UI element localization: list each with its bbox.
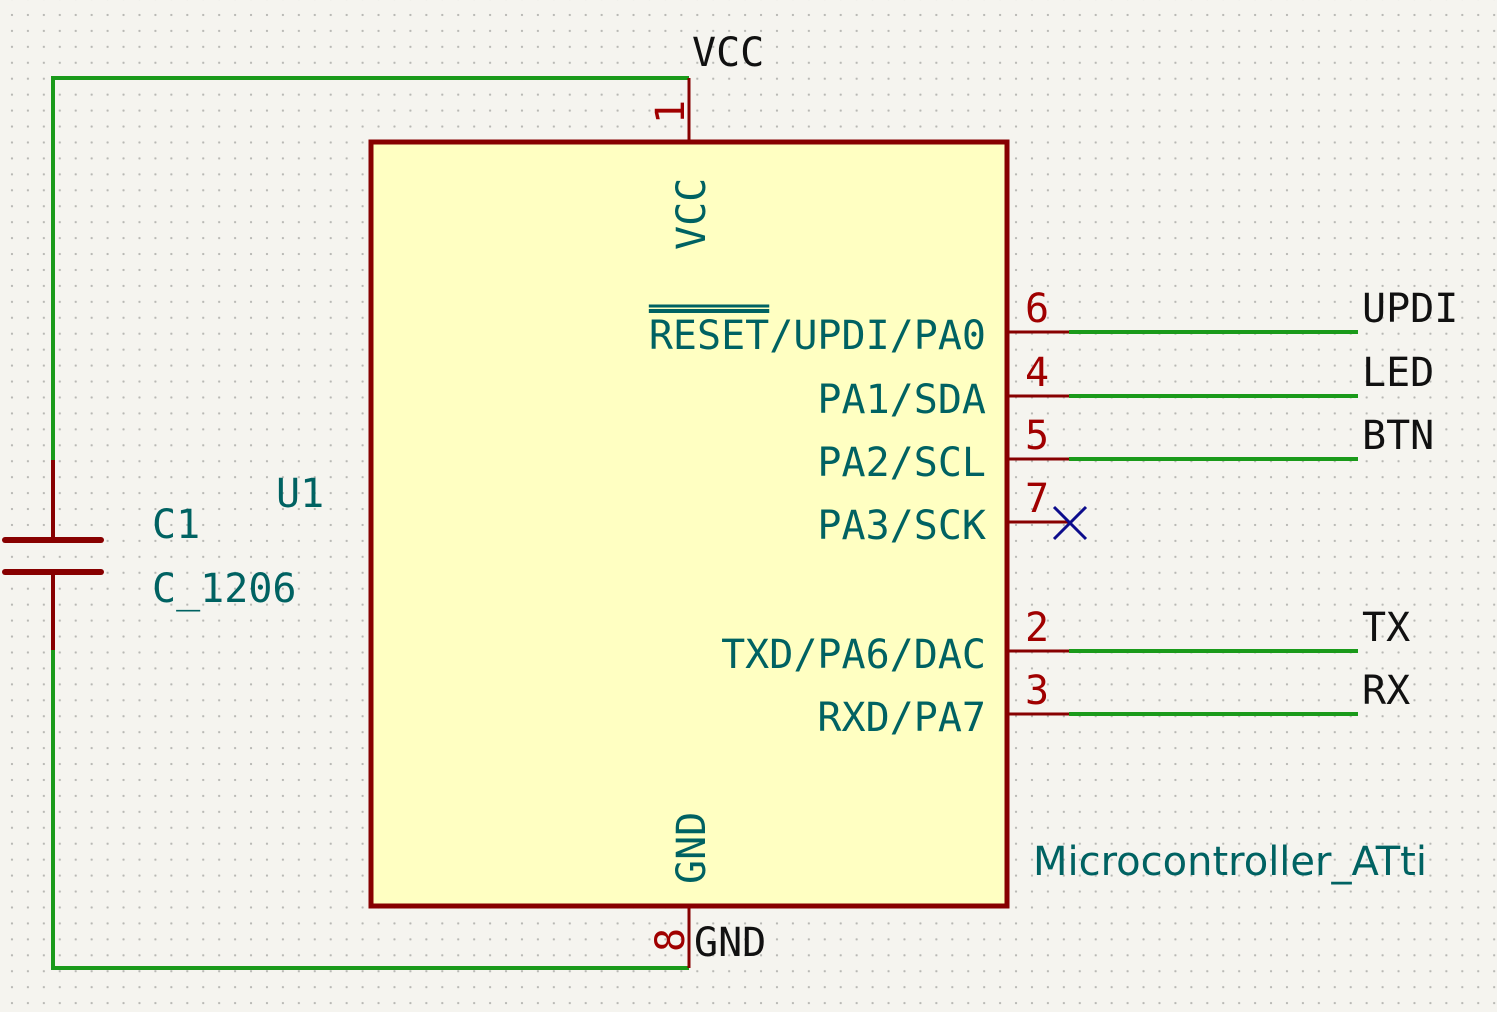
power-label-gnd[interactable]: GND xyxy=(694,920,766,966)
net-label-updi[interactable]: UPDI xyxy=(1362,286,1458,332)
pin-number: 7 xyxy=(1025,476,1049,522)
pin-name-overbar: RESET xyxy=(649,313,769,359)
pin-gnd-number: 8 xyxy=(648,928,694,952)
wire-gnd[interactable] xyxy=(51,648,689,970)
pin-number: 5 xyxy=(1025,413,1049,459)
power-label-vcc[interactable]: VCC xyxy=(692,30,764,76)
c1-reference: C1 xyxy=(152,502,200,548)
net-label-tx[interactable]: TX xyxy=(1362,605,1410,651)
u1-reference: U1 xyxy=(276,471,324,517)
u1-value: Microcontroller_ATti xyxy=(1033,839,1427,885)
net-label-btn[interactable]: BTN xyxy=(1362,413,1434,459)
pin-name-rest: /UPDI/PA0 xyxy=(769,313,986,359)
pin-gnd-name: GND xyxy=(669,812,715,884)
pin-number: 2 xyxy=(1025,605,1049,651)
capacitor-c1[interactable] xyxy=(2,460,104,650)
pin-vcc[interactable]: 1 VCC xyxy=(648,78,715,250)
pin-name: PA2/SCL xyxy=(817,440,986,486)
pin-number: 3 xyxy=(1025,668,1049,714)
pin-name: PA3/SCK xyxy=(817,503,986,549)
u1-body[interactable] xyxy=(368,139,1010,909)
wire-vcc[interactable] xyxy=(51,76,689,480)
net-label-rx[interactable]: RX xyxy=(1362,668,1410,714)
pin-number: 4 xyxy=(1025,350,1049,396)
c1-value: C_1206 xyxy=(152,566,297,612)
net-label-led[interactable]: LED xyxy=(1362,350,1434,396)
pin-gnd[interactable]: 8 GND xyxy=(648,812,715,968)
pin-name: RESET/UPDI/PA0 xyxy=(649,313,986,359)
pin-name: RXD/PA7 xyxy=(817,695,986,741)
pin-name: PA1/SDA xyxy=(817,377,986,423)
pin-vcc-name: VCC xyxy=(669,178,715,250)
no-connect-icon[interactable] xyxy=(1052,505,1088,541)
pin-name: TXD/PA6/DAC xyxy=(721,632,986,678)
wires xyxy=(51,76,1358,970)
pin-vcc-number: 1 xyxy=(648,100,694,124)
pin-number: 6 xyxy=(1025,286,1049,332)
